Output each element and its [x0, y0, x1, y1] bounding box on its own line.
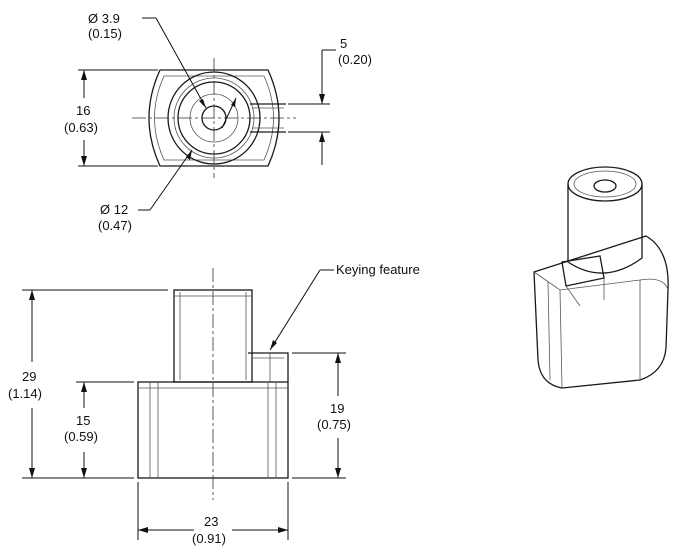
keying-feature-front [248, 352, 289, 382]
front-view [22, 268, 346, 540]
hole-dia-inch-label: (0.15) [88, 26, 122, 41]
base-height-inch-label: (0.59) [64, 429, 98, 444]
hole-dia-label: Ø 3.9 [88, 11, 120, 26]
iso-boss-top [567, 166, 643, 202]
slot-width-label: 5 [340, 36, 347, 51]
overall-height-label: 29 [22, 369, 36, 384]
overall-height-inch-label: (1.14) [8, 386, 42, 401]
iso-boss [567, 184, 643, 274]
iso-hole [593, 179, 617, 193]
top-view [78, 17, 336, 211]
top-height-inch-label: (0.63) [64, 120, 98, 135]
key-height-label: 19 [330, 401, 344, 416]
keying-slot-top [250, 103, 286, 133]
width-label: 23 [204, 514, 218, 529]
top-height-label: 16 [76, 103, 90, 118]
boss-dia-inch-label: (0.47) [98, 218, 132, 233]
top-view-outline [148, 69, 280, 167]
slot-width-inch-label: (0.20) [338, 52, 372, 67]
iso-base [533, 235, 669, 389]
boss-dia-label: Ø 12 [100, 202, 128, 217]
key-height-inch-label: (0.75) [317, 417, 351, 432]
isometric-view [533, 166, 669, 389]
base-height-label: 15 [76, 413, 90, 428]
width-inch-label: (0.91) [192, 531, 226, 546]
keying-feature-label: Keying feature [336, 262, 420, 277]
